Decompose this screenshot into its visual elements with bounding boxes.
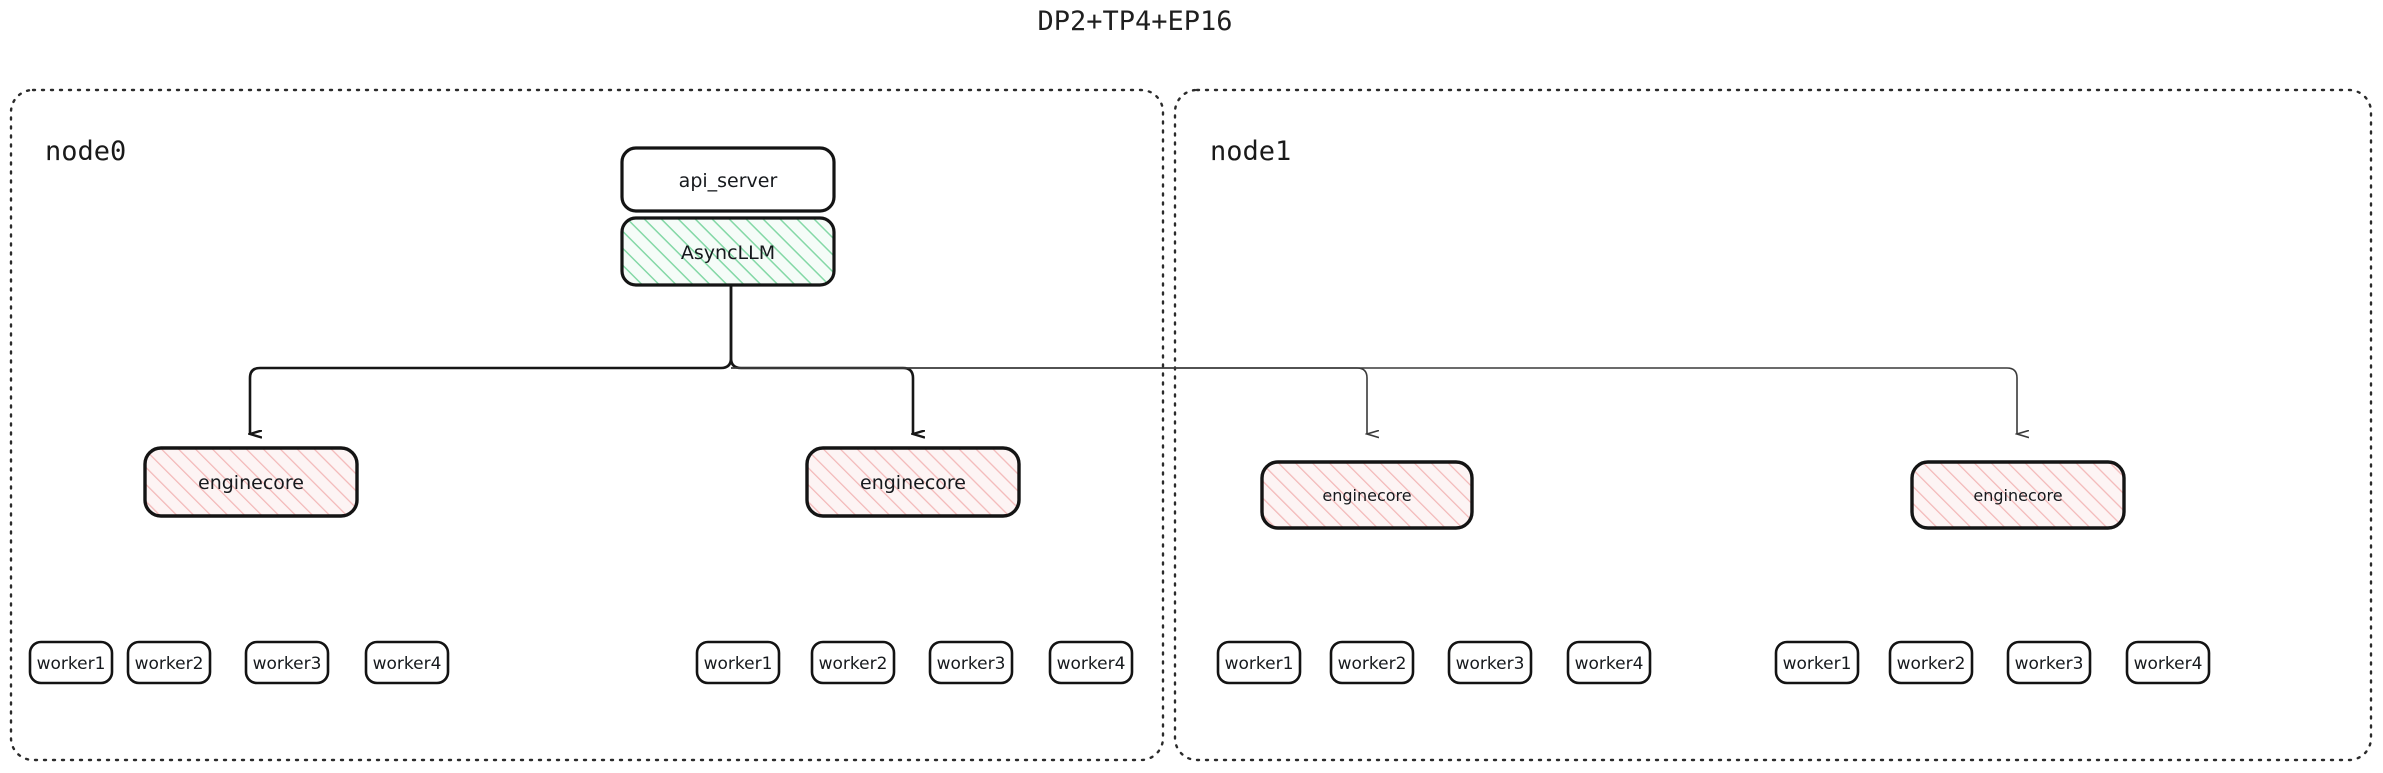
node0-enginecore-0-label: enginecore [198,472,304,494]
async-llm-box[interactable] [620,216,836,287]
worker-label: worker4 [2134,654,2203,674]
worker-box[interactable] [1888,640,1974,685]
worker-box[interactable] [28,640,114,685]
worker-box[interactable] [126,640,212,685]
worker-label: worker1 [1783,654,1852,674]
node1-engine1-worker-group: worker1 worker2 worker3 worker4 [1774,640,2211,685]
worker-label: worker3 [937,654,1006,674]
node0-enginecore-0-box[interactable] [143,446,359,518]
node0-enginecore-1-box[interactable] [805,446,1021,518]
node0-enginecore-1-label: enginecore [860,472,966,494]
worker-box[interactable] [1774,640,1860,685]
worker-label: worker2 [1338,654,1407,674]
worker-label: worker2 [819,654,888,674]
worker-label: worker4 [1575,654,1644,674]
worker-box[interactable] [2006,640,2092,685]
worker-box[interactable] [244,640,330,685]
node0-engine0-worker-group: worker1 worker2 worker3 worker4 [28,640,450,685]
worker-label: worker2 [135,654,204,674]
worker-box[interactable] [695,640,781,685]
connector-asyncllm-to-node0-engine0 [250,285,733,434]
worker-box[interactable] [364,640,450,685]
worker-box[interactable] [928,640,1014,685]
page-title: DP2+TP4+EP16 [1037,6,1232,37]
async-llm-label: AsyncLLM [681,242,775,264]
node1-label: node1 [1210,136,1291,167]
node1-enginecore-0-label: enginecore [1322,486,1411,505]
worker-box[interactable] [810,640,896,685]
worker-label: worker2 [1897,654,1966,674]
api-server-label: api_server [679,170,778,192]
worker-box[interactable] [1216,640,1302,685]
worker-label: worker3 [253,654,322,674]
worker-label: worker4 [373,654,442,674]
worker-label: worker4 [1057,654,1126,674]
node1-enginecore-1-label: enginecore [1973,486,2062,505]
worker-box[interactable] [1329,640,1415,685]
connector-asyncllm-to-node0-engine1 [729,285,913,434]
worker-box[interactable] [1447,640,1533,685]
api-server-box[interactable] [620,146,836,213]
node0-frame [9,88,1165,762]
worker-label: worker1 [37,654,106,674]
worker-box[interactable] [1566,640,1652,685]
node0-label: node0 [45,136,126,167]
node1-frame [1173,88,2373,762]
worker-label: worker3 [1456,654,1525,674]
worker-label: worker3 [2015,654,2084,674]
connector-asyncllm-to-node1-engine1 [731,367,2017,434]
worker-label: worker1 [704,654,773,674]
worker-box[interactable] [2125,640,2211,685]
connector-asyncllm-to-node1-engine0 [731,367,1367,434]
node1-enginecore-1-box[interactable] [1910,460,2126,530]
node1-enginecore-0-box[interactable] [1260,460,1474,530]
node1-engine0-worker-group: worker1 worker2 worker3 worker4 [1216,640,1652,685]
worker-label: worker1 [1225,654,1294,674]
worker-box[interactable] [1048,640,1134,685]
node0-engine1-worker-group: worker1 worker2 worker3 worker4 [695,640,1134,685]
